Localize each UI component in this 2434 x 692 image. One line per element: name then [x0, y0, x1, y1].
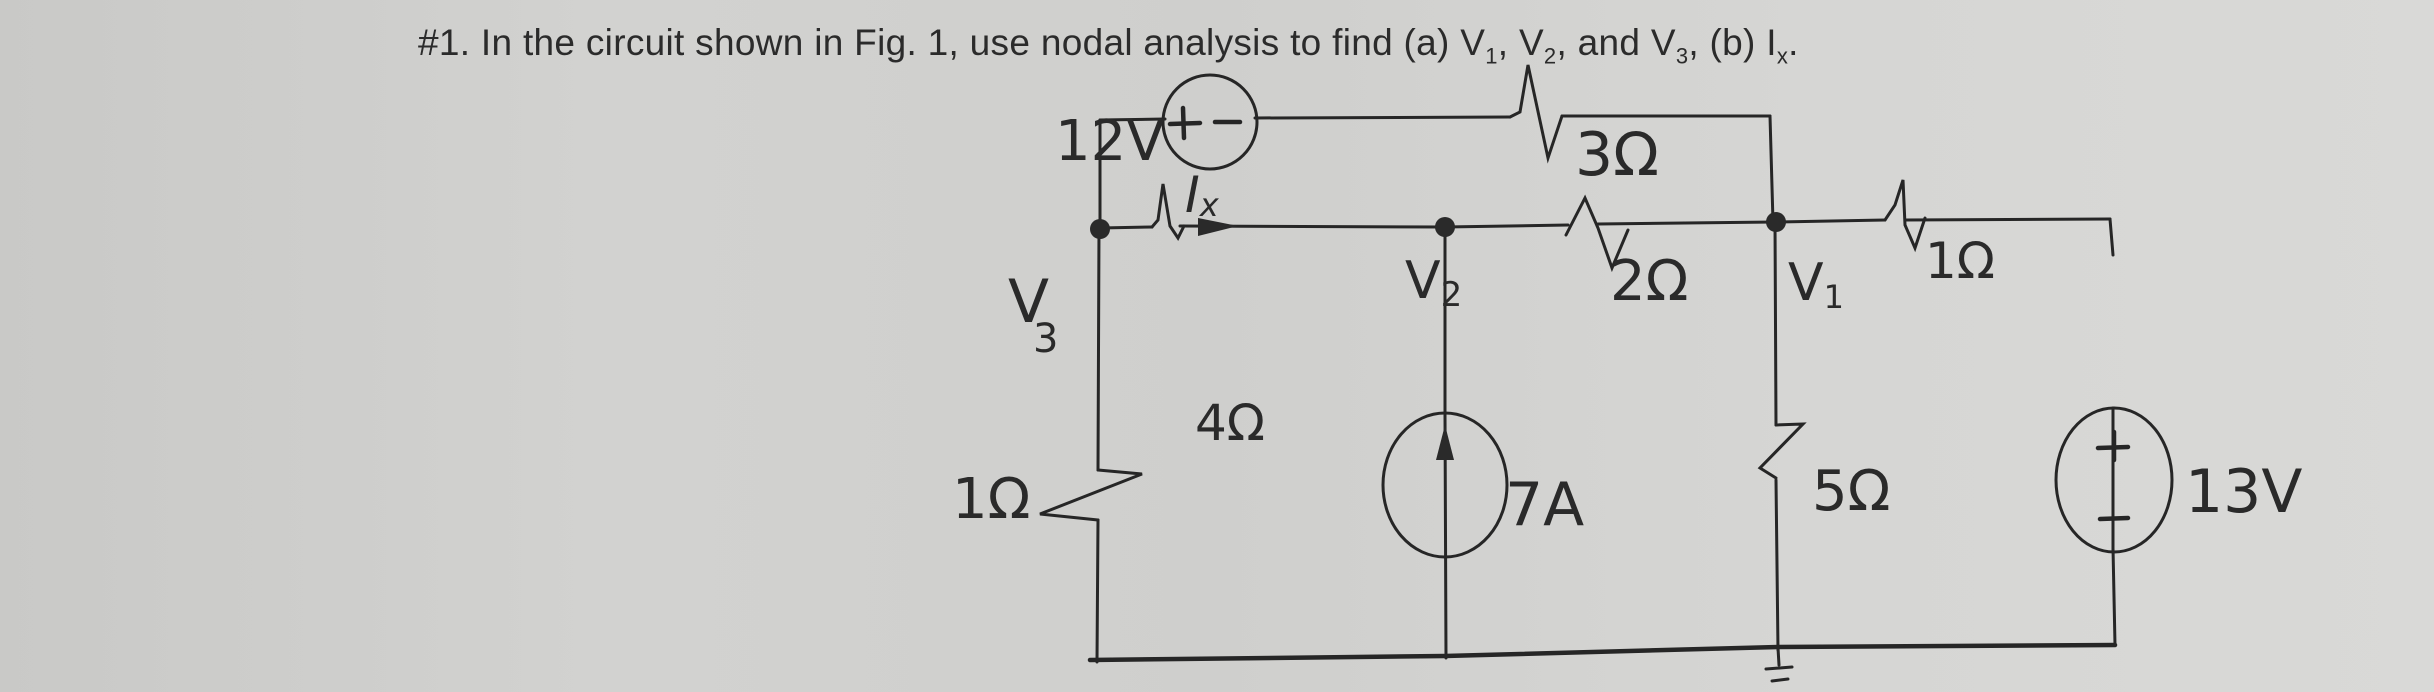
resistor-3ohm: 3Ω [1508, 64, 1659, 190]
resistor-2ohm-zigzag [1564, 194, 1630, 273]
ground-icon-bar2 [1770, 677, 1790, 683]
node-v1-dot [1766, 212, 1786, 232]
label-4ohm: 4Ω [1195, 394, 1265, 452]
wire-left-bottom [1095, 518, 1100, 664]
arrow-right-icon [1198, 218, 1238, 236]
node-v2-dot [1435, 217, 1455, 237]
resistor-1ohm-top: 1Ω [1883, 179, 1995, 290]
voltage-source-12v: 12V [1055, 73, 1259, 174]
nodes [1090, 212, 1786, 239]
resistor-1ohm-left-zigzag [1039, 468, 1143, 522]
label-12v: 12V [1055, 109, 1165, 174]
wire-v3-down [1096, 226, 1101, 472]
wire-right-to-13v [2108, 217, 2115, 257]
label-v1: V1 [1788, 253, 1844, 316]
node-v3-dot [1090, 219, 1110, 239]
source-7a-circle [1381, 411, 1509, 559]
wire-v1-to-1ohm [1773, 218, 1887, 224]
resistor-1ohm-top-zigzag [1883, 179, 1927, 253]
resistor-4ohm: 4Ω [1150, 183, 1265, 452]
wire-1ohm-right [1903, 217, 2112, 222]
voltage-source-13v: 13V [2054, 406, 2302, 554]
current-ix-indicator: Ix [1185, 166, 1238, 236]
label-13v: 13V [2185, 457, 2302, 527]
label-v2: V2 [1405, 251, 1462, 315]
ground-icon-stem [1776, 646, 1781, 667]
ground-icon-bar1 [1764, 665, 1794, 671]
label-3ohm: 3Ω [1575, 120, 1659, 190]
source-12v-circle [1161, 73, 1259, 171]
plus-icon-v [1180, 105, 1187, 141]
label-2ohm: 2Ω [1610, 249, 1688, 314]
resistor-5ohm-zigzag [1757, 422, 1807, 480]
wire-right-top-vertical [1768, 114, 1775, 224]
wire-top-left [1098, 117, 1167, 122]
ground-symbol [1764, 646, 1794, 683]
arrow-up-icon [1436, 425, 1454, 460]
problem-number: #1. [418, 22, 471, 63]
label-ix: Ix [1185, 166, 1220, 224]
resistor-2ohm: 2Ω [1564, 194, 1688, 314]
label-5ohm: 5Ω [1812, 459, 1890, 524]
wires [1087, 114, 2118, 664]
resistor-3ohm-zigzag [1508, 64, 1564, 164]
current-source-7a: 7A [1381, 411, 1584, 559]
wire-13v-bottom [2111, 546, 2117, 647]
wire-v2-to-2ohm [1443, 223, 1570, 229]
wire-2ohm-to-v1 [1596, 220, 1777, 226]
resistor-5ohm: 5Ω [1757, 422, 1890, 524]
label-1ohm-left: 1Ω [952, 467, 1030, 532]
label-1ohm-top: 1Ω [1925, 232, 1995, 290]
resistor-4ohm-zigzag [1150, 183, 1186, 241]
wire-5ohm-bottom [1774, 478, 1780, 652]
wire-top-mid [1253, 115, 1512, 120]
wire-bottom [1087, 642, 2118, 663]
problem-statement: #1. In the circuit shown in Fig. 1, use … [418, 22, 1799, 69]
resistor-1ohm-left: 1Ω [952, 467, 1143, 532]
label-7a: 7A [1505, 470, 1584, 540]
wire-v1-down [1773, 220, 1778, 427]
